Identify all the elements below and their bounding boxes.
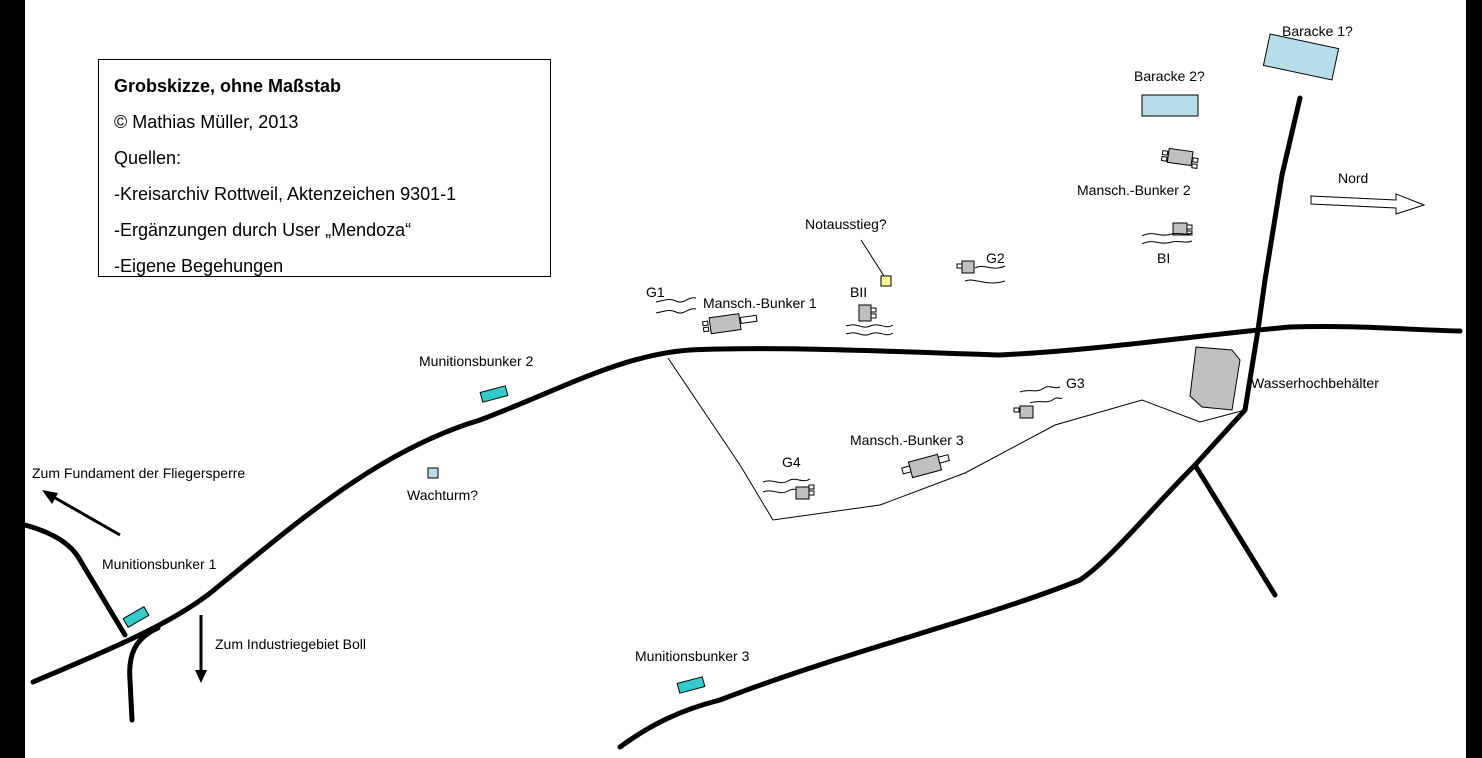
g1-trench-shape <box>655 297 697 314</box>
munitionsbunker-3-shape <box>676 676 706 694</box>
east-spur-road <box>1192 462 1278 598</box>
bunker-bII-shape <box>845 304 894 336</box>
wachturm-shape <box>427 467 439 479</box>
munitionsbunker-2-label: Munitionsbunker 2 <box>419 353 534 369</box>
north-road <box>1242 95 1303 413</box>
enclosure-line <box>667 357 1246 521</box>
legend-source-2: -Ergänzungen durch User „Mendoza“ <box>114 220 412 240</box>
mansch-bunker-1-shape <box>702 313 758 335</box>
legend-box: Grobskizze, ohne Maßstab © Mathias Mülle… <box>98 59 551 277</box>
baracke-2-label: Baracke 2? <box>1134 68 1205 84</box>
bII-label: BII <box>850 284 867 300</box>
nord-arrow-icon <box>1310 193 1426 215</box>
wasserhochbehaelter-shape <box>1189 346 1241 411</box>
munitionsbunker-3-label: Munitionsbunker 3 <box>635 648 750 664</box>
mansch-bunker-2-shape <box>1160 147 1199 169</box>
southeast-road <box>617 407 1248 750</box>
mansch-bunker-3-shape <box>901 453 951 479</box>
nord-label: Nord <box>1338 170 1368 186</box>
legend-sources-heading: Quellen: <box>114 148 182 168</box>
g2-label: G2 <box>986 250 1005 266</box>
arrow-fundament-head-icon <box>42 490 58 504</box>
munitionsbunker-2-shape <box>479 385 509 403</box>
g4-bunker-shape <box>762 478 815 500</box>
legend-title: Grobskizze, ohne Maßstab <box>114 76 342 96</box>
munitionsbunker-1-shape <box>122 605 150 629</box>
notausstieg-shape <box>880 275 892 287</box>
legend-source-1: -Kreisarchiv Rottweil, Aktenzeichen 9301… <box>114 184 457 204</box>
zum-fundament-label: Zum Fundament der Fliegersperre <box>32 465 245 481</box>
bI-label: BI <box>1157 250 1170 266</box>
mansch-bunker-1-label: Mansch.-Bunker 1 <box>703 295 817 311</box>
baracke-1-shape <box>1262 33 1340 81</box>
wachturm-label: Wachturm? <box>407 487 478 503</box>
notausstieg-pointer <box>860 239 885 277</box>
legend-source-3: -Eigene Begehungen <box>114 256 284 276</box>
arrow-industriegebiet-head-icon <box>195 670 207 683</box>
west-road-branch <box>22 522 128 638</box>
baracke-1-label: Baracke 1? <box>1282 23 1353 39</box>
mansch-bunker-2-label: Mansch.-Bunker 2 <box>1077 182 1191 198</box>
arrow-fundament-line <box>49 493 121 537</box>
zum-industriegebiet-label: Zum Industriegebiet Boll <box>215 636 366 652</box>
g3-label: G3 <box>1066 375 1085 391</box>
legend-copyright: © Mathias Müller, 2013 <box>114 112 299 132</box>
mansch-bunker-3-label: Mansch.-Bunker 3 <box>850 432 964 448</box>
bunker-bI-shape <box>1141 222 1193 245</box>
g4-label: G4 <box>782 454 801 470</box>
munitionsbunker-1-label: Munitionsbunker 1 <box>102 556 217 572</box>
main-road <box>30 324 1463 685</box>
g1-label: G1 <box>646 284 665 300</box>
g3-bunker-shape <box>1013 386 1063 419</box>
g2-bunker-shape <box>956 260 1006 284</box>
notausstieg-label: Notausstieg? <box>805 216 887 232</box>
wasserhochbehaelter-label: Wasserhochbehälter <box>1251 375 1379 391</box>
south-road-stub <box>127 625 161 723</box>
baracke-2-shape <box>1141 94 1199 117</box>
